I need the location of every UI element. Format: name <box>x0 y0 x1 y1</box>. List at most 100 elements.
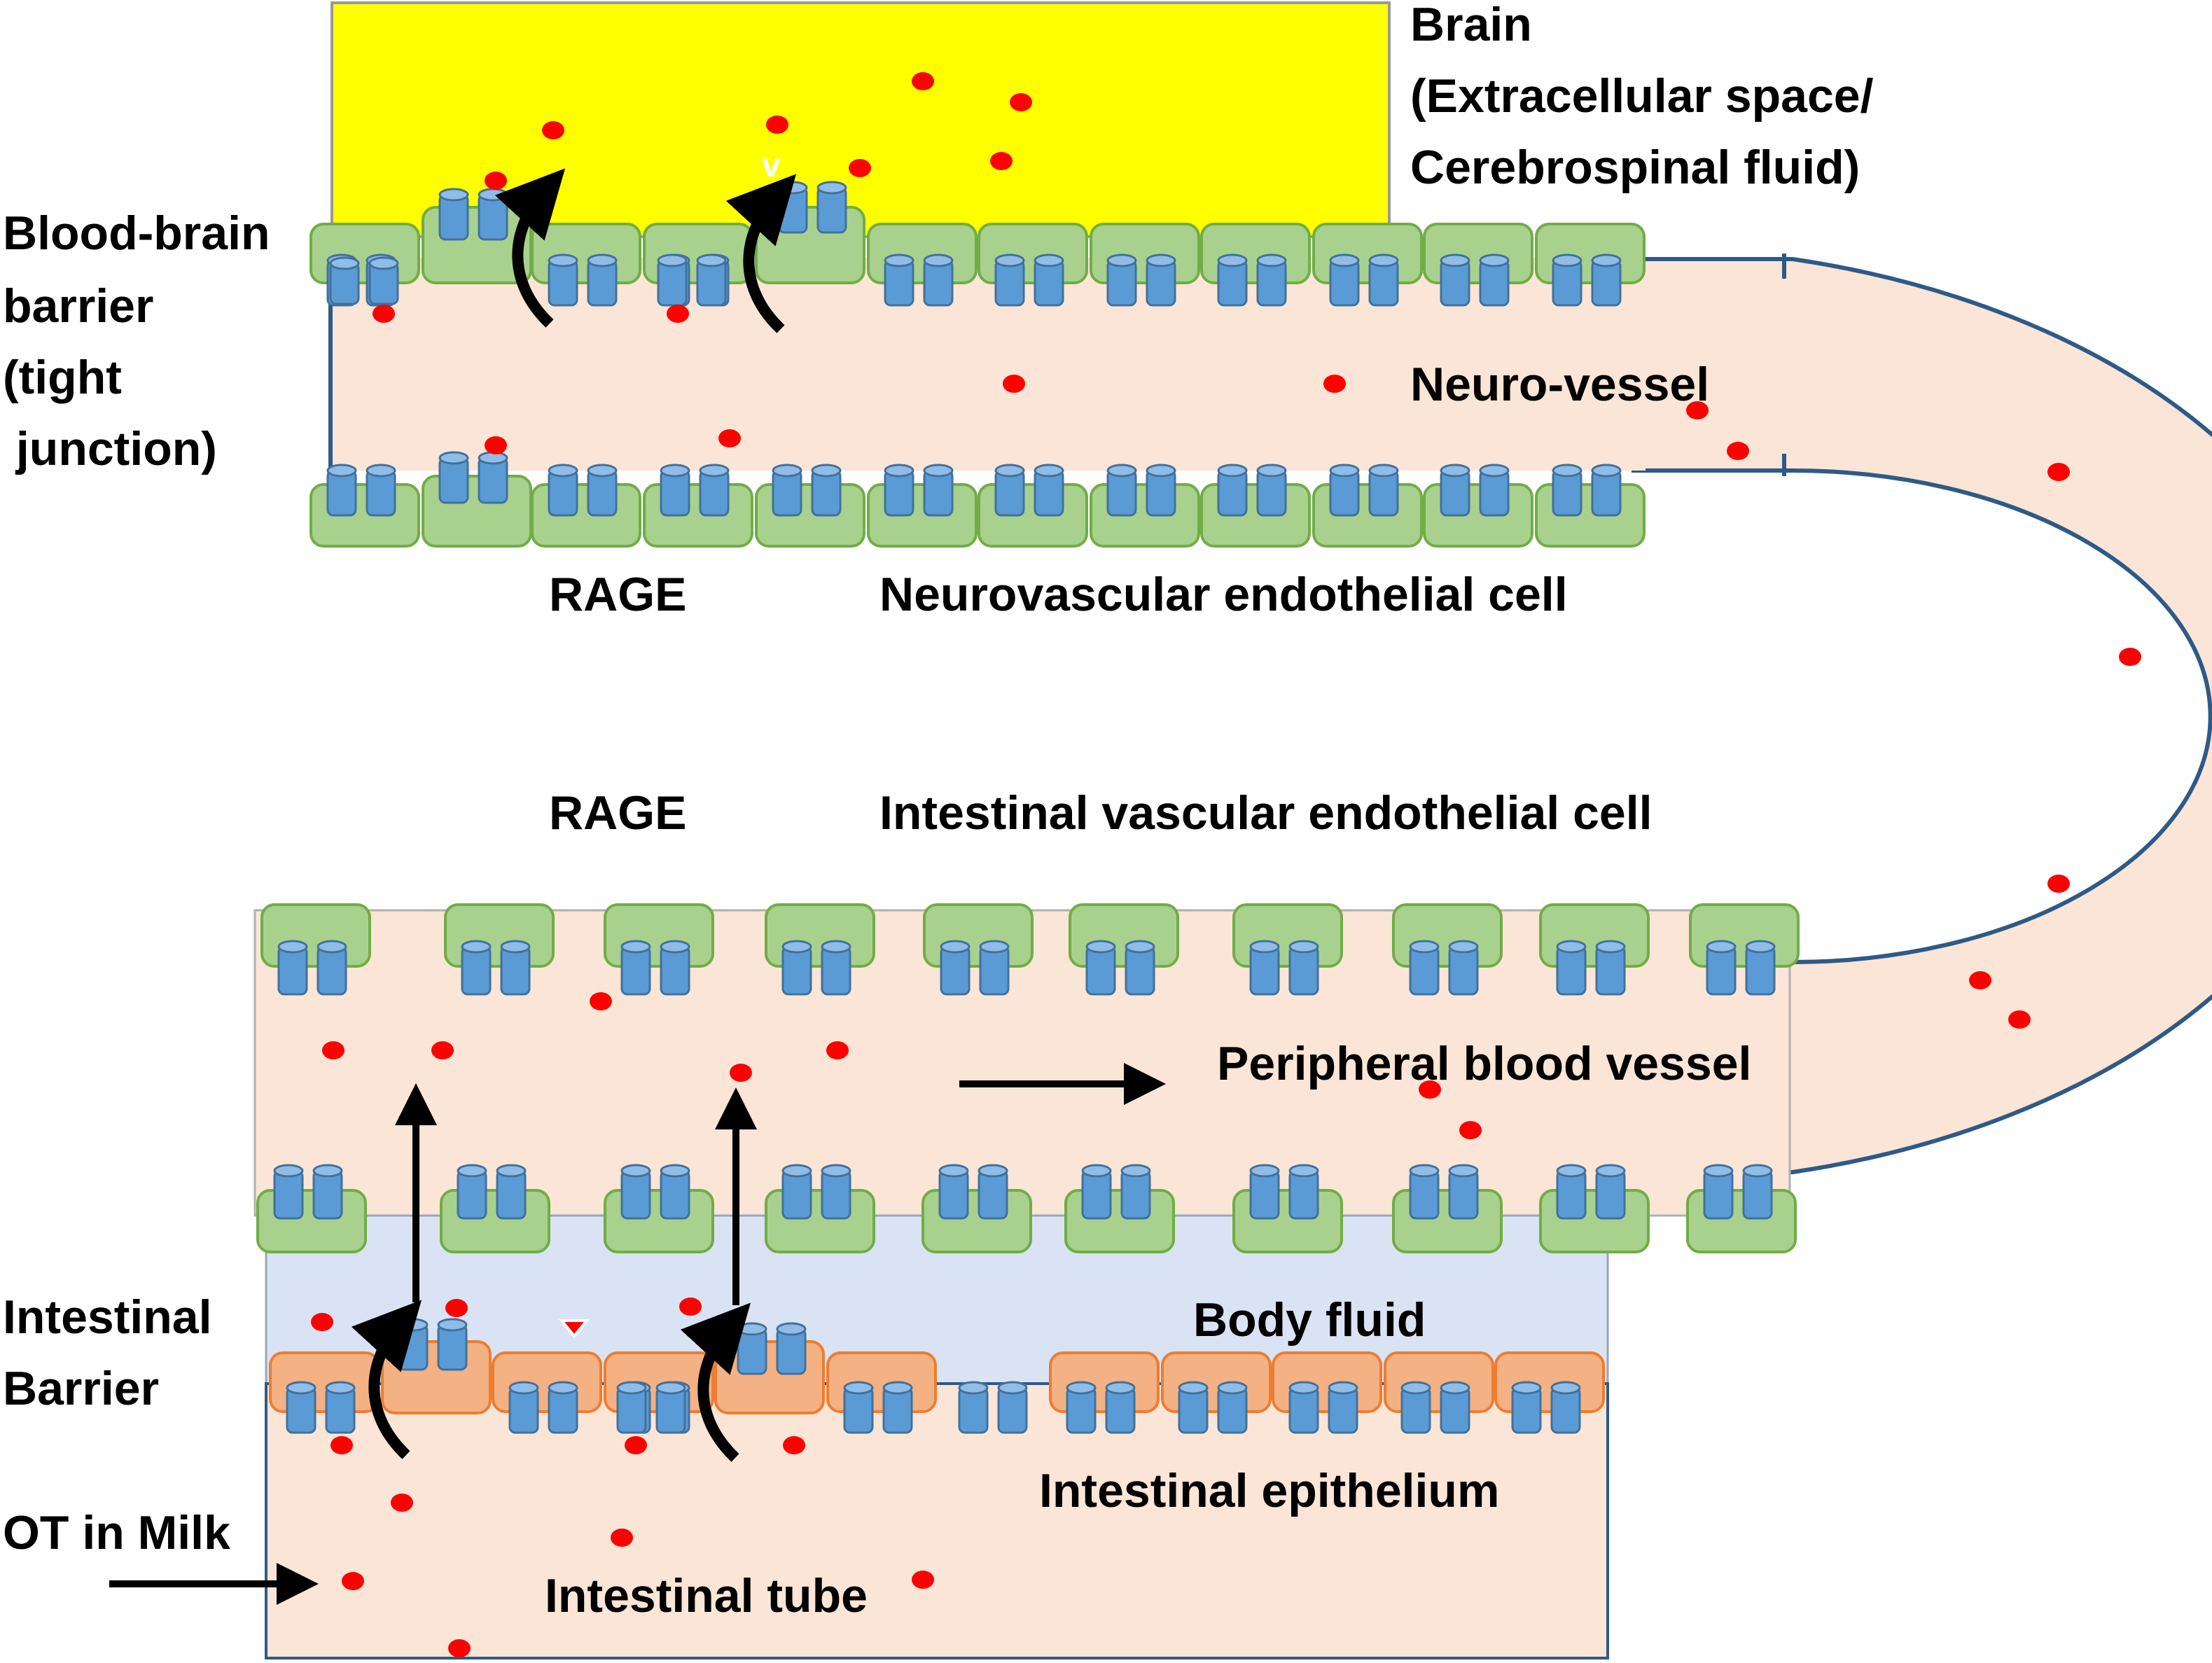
receptor-top <box>1085 940 1116 954</box>
receptor-body <box>811 469 842 517</box>
receptor-body <box>1034 259 1064 307</box>
receptor-body <box>660 469 690 517</box>
oxytocin-dot-icon <box>718 429 741 447</box>
rage-receptor-icon <box>500 940 531 996</box>
rage-receptor-icon <box>781 940 812 996</box>
receptor-top <box>326 464 357 478</box>
rage-receptor-icon <box>660 1164 690 1220</box>
receptor-body <box>398 1323 429 1371</box>
receptor-top <box>1249 940 1280 954</box>
receptor-body <box>1217 469 1248 517</box>
rage-receptor-icon <box>660 464 690 517</box>
receptor-body <box>1288 945 1319 996</box>
receptor-top <box>317 940 347 954</box>
rage-receptor-icon <box>997 1381 1028 1434</box>
rage-receptor-icon <box>1106 253 1137 307</box>
rage-receptor-icon <box>1591 464 1622 517</box>
rage-receptor-icon <box>821 1164 851 1220</box>
rage-receptor-icon <box>1178 1381 1209 1434</box>
oxytocin-dot-icon <box>1459 1121 1482 1139</box>
receptor-top <box>329 256 360 270</box>
body-fluid-label: Body fluid <box>1193 1293 1426 1347</box>
rage-receptor-icon <box>1448 1164 1479 1220</box>
rage-receptor-icon <box>655 1381 686 1434</box>
receptor-top <box>1552 253 1583 267</box>
receptor-body <box>1329 259 1360 307</box>
rage-receptor-icon <box>1249 1164 1280 1220</box>
receptor-top <box>737 1322 767 1336</box>
receptor-body <box>500 945 531 996</box>
receptor-top <box>1178 1381 1209 1395</box>
rage-receptor-icon <box>1256 253 1287 307</box>
receptor-top <box>1368 464 1399 478</box>
receptor-body <box>1125 945 1155 996</box>
receptor-body <box>325 1386 356 1434</box>
rage-receptor-icon <box>587 464 618 517</box>
rage-receptor-icon <box>1409 1164 1440 1220</box>
receptor-top <box>660 940 690 954</box>
rage-receptor-icon <box>1400 1381 1431 1434</box>
receptor-top <box>940 940 971 954</box>
receptor-top <box>777 181 808 195</box>
receptor-body <box>1595 1169 1626 1220</box>
receptor-top <box>1448 1164 1479 1178</box>
receptor-body <box>1703 1169 1734 1220</box>
curved-transport-arrow-icon <box>725 174 797 333</box>
receptor-top <box>496 1164 527 1178</box>
receptor-top <box>1703 1164 1734 1178</box>
brain-label-line1: Brain <box>1410 0 1532 51</box>
rage-receptor-icon <box>1368 464 1399 517</box>
receptor-top <box>1706 940 1737 954</box>
oxytocin-dot-icon <box>485 436 507 454</box>
receptor-body <box>1552 259 1583 307</box>
rage-receptor-icon <box>312 1164 343 1220</box>
receptor-body <box>776 1328 807 1375</box>
receptor-top <box>938 1164 969 1178</box>
oxytocin-dot-icon <box>2119 648 2141 666</box>
receptor-body <box>1511 1386 1542 1434</box>
oxytocin-dot-icon <box>342 1572 364 1590</box>
receptor-body <box>1479 259 1510 307</box>
v-mark-body-fluid-icon <box>558 1319 590 1339</box>
bbb-label-line4: junction) <box>3 422 217 475</box>
rage-receptor-icon <box>286 1381 317 1434</box>
rage-receptor-icon <box>1552 253 1583 307</box>
receptor-top <box>616 1381 647 1395</box>
oxytocin-dot-icon <box>625 1436 647 1454</box>
rage-receptor-icon <box>329 256 360 305</box>
receptor-top <box>500 940 531 954</box>
rage-receptor-icon <box>1703 1164 1734 1220</box>
receptor-body <box>696 259 727 307</box>
rage-label-top: RAGE <box>549 568 686 621</box>
rage-receptor-icon <box>325 1381 356 1434</box>
ot-in-milk-label: OT in Milk <box>3 1506 230 1559</box>
receptor-body <box>620 1169 651 1220</box>
rage-receptor-icon <box>777 181 808 234</box>
receptor-top <box>438 451 469 465</box>
rage-receptor-icon <box>1120 1164 1151 1220</box>
receptor-body <box>737 1328 767 1375</box>
receptor-top <box>699 464 730 478</box>
rage-receptor-icon <box>587 253 618 307</box>
rage-receptor-icon <box>1066 1381 1097 1434</box>
rage-receptor-icon <box>821 940 851 996</box>
rage-receptor-icon <box>884 253 914 307</box>
oxytocin-dot-icon <box>485 172 507 190</box>
receptor-top <box>620 1164 651 1178</box>
rage-receptor-icon <box>1217 253 1248 307</box>
receptor-body <box>587 259 618 307</box>
receptor-body <box>548 259 578 307</box>
receptor-top <box>1550 1381 1581 1395</box>
receptor-top <box>884 253 914 267</box>
receptor-body <box>496 1169 527 1220</box>
receptor-top <box>821 1164 851 1178</box>
oxytocin-dot-icon <box>1323 375 1346 393</box>
receptor-top <box>1591 253 1622 267</box>
receptor-top <box>994 464 1025 478</box>
receptor-body <box>1552 469 1583 517</box>
intestinal-barrier-label-line1: Intestinal <box>3 1290 212 1344</box>
neurovascular-cell-label: Neurovascular endothelial cell <box>879 568 1568 621</box>
rage-receptor-icon <box>1328 1381 1358 1434</box>
rage-receptor-icon <box>478 188 508 241</box>
receptor-top <box>1479 464 1510 478</box>
